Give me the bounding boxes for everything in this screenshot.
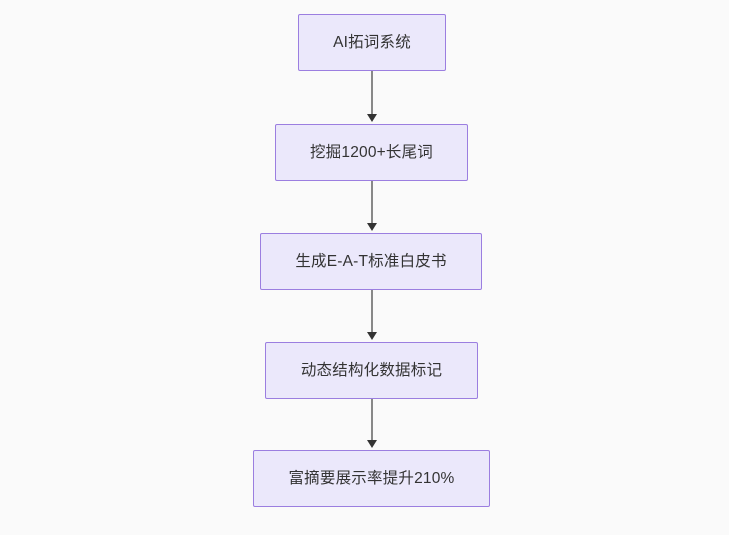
flow-node-rich-snippet-impression-lift[interactable]: 富摘要展示率提升210% xyxy=(253,450,490,507)
flow-node-label: 挖掘1200+长尾词 xyxy=(309,143,434,161)
arrowhead-icon xyxy=(367,114,377,122)
flow-node-mine-longtail-keywords[interactable]: 挖掘1200+长尾词 xyxy=(275,124,468,181)
arrowhead-icon xyxy=(367,440,377,448)
arrowhead-icon xyxy=(367,223,377,231)
flow-edge-line xyxy=(370,290,374,334)
flow-node-generate-eat-whitepaper[interactable]: 生成E-A-T标准白皮书 xyxy=(260,233,482,290)
flow-edge-line xyxy=(370,399,374,442)
arrowhead-icon xyxy=(367,332,377,340)
flow-node-label: 动态结构化数据标记 xyxy=(300,361,443,379)
flow-node-label: AI拓词系统 xyxy=(333,33,411,51)
flow-edge-line xyxy=(370,71,374,116)
flow-edge-line xyxy=(370,181,374,225)
flow-node-dynamic-structured-data-markup[interactable]: 动态结构化数据标记 xyxy=(265,342,478,399)
flow-node-label: 生成E-A-T标准白皮书 xyxy=(295,252,447,270)
flow-node-ai-keyword-system[interactable]: AI拓词系统 xyxy=(298,14,446,71)
flow-node-label: 富摘要展示率提升210% xyxy=(288,469,455,487)
